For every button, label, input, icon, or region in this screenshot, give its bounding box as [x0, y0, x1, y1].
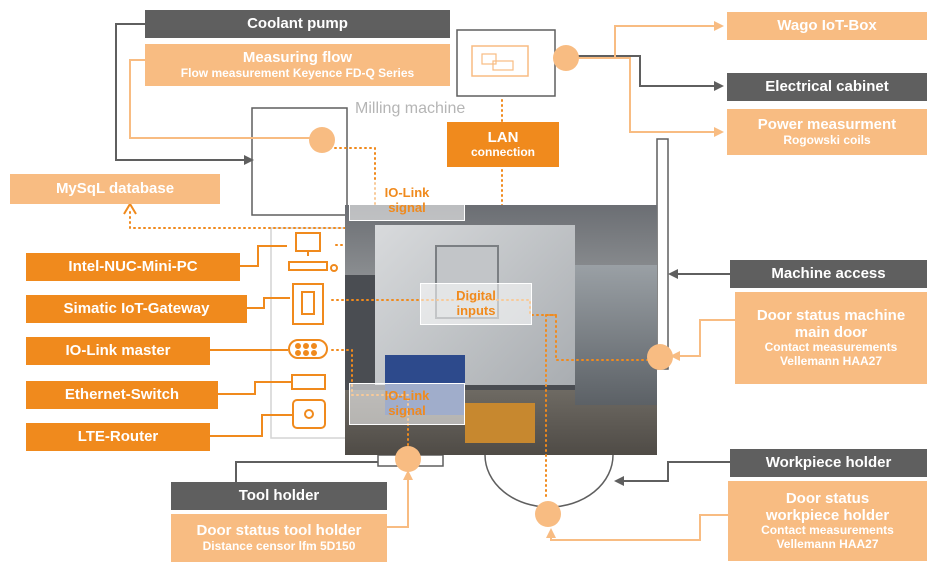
- power-label: Power measurment Rogowski coils: [727, 109, 927, 155]
- door-machine-sub2: Vellemann HAA27: [779, 354, 883, 369]
- door-tool-line: [387, 470, 413, 528]
- wago-line: [566, 21, 724, 59]
- line-lte: [210, 414, 292, 437]
- workpiece-holder-arc: [484, 454, 614, 508]
- io-link-master-text: IO-Link master: [65, 342, 171, 360]
- line-ethernet: [218, 381, 292, 395]
- simatic-text: Simatic IoT-Gateway: [63, 300, 210, 318]
- electrical-cabinet-text: Electrical cabinet: [765, 78, 889, 96]
- ethernet-switch-label: Ethernet-Switch: [26, 381, 218, 409]
- door-wp-line: [546, 514, 728, 541]
- electrical-cabinet-label: Electrical cabinet: [727, 73, 927, 101]
- tool-holder-label: Tool holder: [171, 482, 387, 510]
- door-wp-sub2: Vellemann HAA27: [776, 537, 879, 552]
- wago-inner-screen: [471, 45, 529, 77]
- power-sub: Rogowski coils: [783, 132, 871, 147]
- lte-router-icon: [292, 399, 326, 429]
- door-wp-1: Door status: [785, 489, 870, 507]
- milling-machine-title: Milling machine: [355, 100, 466, 117]
- coolant-line: [115, 23, 254, 165]
- power-text: Power measurment: [757, 116, 897, 134]
- wago-inner-module: [481, 53, 497, 65]
- lan-text: LAN: [487, 128, 519, 146]
- wago-label: Wago IoT-Box: [727, 12, 927, 40]
- ethernet-switch-icon: [291, 374, 326, 390]
- intel-nuc-text: Intel-NUC-Mini-PC: [68, 258, 198, 276]
- line-simatic: [247, 297, 290, 309]
- photo-right-machine: [575, 265, 657, 405]
- door-tool-text: Door status tool holder: [196, 522, 362, 540]
- line-intel: [240, 245, 287, 267]
- cabinet-line: [555, 55, 724, 91]
- io-link-master-label: IO-Link master: [26, 337, 210, 365]
- workpiece-holder-text: Workpiece holder: [765, 454, 892, 472]
- mysql-dotted: [129, 207, 346, 229]
- lte-router-label: LTE-Router: [26, 423, 210, 451]
- workpiece-line: [614, 461, 730, 486]
- measuring-flow-text: Measuring flow: [242, 49, 353, 67]
- cabinet-rail: [656, 138, 669, 370]
- simatic-label: Simatic IoT-Gateway: [26, 295, 247, 323]
- io-link-signal-1: IO-Link signal: [349, 181, 465, 221]
- flow-line: [129, 59, 312, 139]
- mysql-arrowhead: [123, 202, 137, 215]
- wago-inner-module-2: [492, 60, 514, 71]
- io-link-master-icon: [288, 339, 328, 359]
- tool-holder-frame: [377, 454, 444, 467]
- door-machine-1: Door status machine: [756, 306, 906, 324]
- coolant-pump-label: Coolant pump: [145, 10, 450, 38]
- mysql-label: MySqL database: [10, 174, 220, 204]
- workpiece-holder-label: Workpiece holder: [730, 449, 927, 477]
- door-wp-label: Door status workpiece holder Contact mea…: [728, 481, 927, 561]
- lan-label: LAN connection: [447, 122, 559, 167]
- measuring-flow-label: Measuring flow Flow measurement Keyence …: [145, 44, 450, 86]
- machine-access-text: Machine access: [771, 265, 886, 283]
- door-machine-2: main door: [794, 324, 868, 342]
- lte-router-text: LTE-Router: [77, 428, 159, 446]
- intel-nuc-label: Intel-NUC-Mini-PC: [26, 253, 240, 281]
- door-machine-sub1: Contact measurements: [764, 340, 898, 355]
- digital-b-text: inputs: [456, 303, 496, 318]
- wago-text: Wago IoT-Box: [777, 17, 877, 35]
- digital-text: Digital: [456, 288, 496, 304]
- coolant-pump-text: Coolant pump: [247, 15, 348, 33]
- io-link-1b-text: signal: [388, 200, 426, 215]
- mysql-text: MySqL database: [55, 180, 175, 198]
- ethernet-switch-text: Ethernet-Switch: [64, 386, 180, 404]
- milling-machine-box: [251, 107, 348, 216]
- io-link-1-text: IO-Link: [384, 185, 430, 201]
- io-link-2b-text: signal: [388, 403, 426, 418]
- io-link-2-text: IO-Link: [384, 388, 430, 404]
- power-line: [566, 57, 724, 137]
- intel-nuc-icon: [288, 232, 338, 272]
- wago-box: [456, 29, 556, 97]
- door-tool-label: Door status tool holder Distance censor …: [171, 514, 387, 562]
- tool-holder-text: Tool holder: [238, 487, 320, 505]
- door-wp-2: workpiece holder: [765, 507, 890, 525]
- photo-box: [465, 403, 535, 443]
- digital-inputs-label: Digital inputs: [420, 283, 532, 325]
- measuring-flow-sub: Flow measurement Keyence FD-Q Series: [180, 65, 415, 80]
- io-link-signal-2: IO-Link signal: [349, 383, 465, 425]
- machine-access-label: Machine access: [730, 260, 927, 288]
- simatic-gateway-icon: [292, 283, 324, 325]
- device-panel: [270, 227, 348, 439]
- door-machine-line: [670, 319, 735, 361]
- lan-sub: connection: [470, 145, 535, 160]
- door-tool-sub: Distance censor lfm 5D150: [202, 538, 356, 553]
- door-machine-label: Door status machine main door Contact me…: [735, 292, 927, 384]
- door-wp-sub1: Contact measurements: [761, 523, 894, 538]
